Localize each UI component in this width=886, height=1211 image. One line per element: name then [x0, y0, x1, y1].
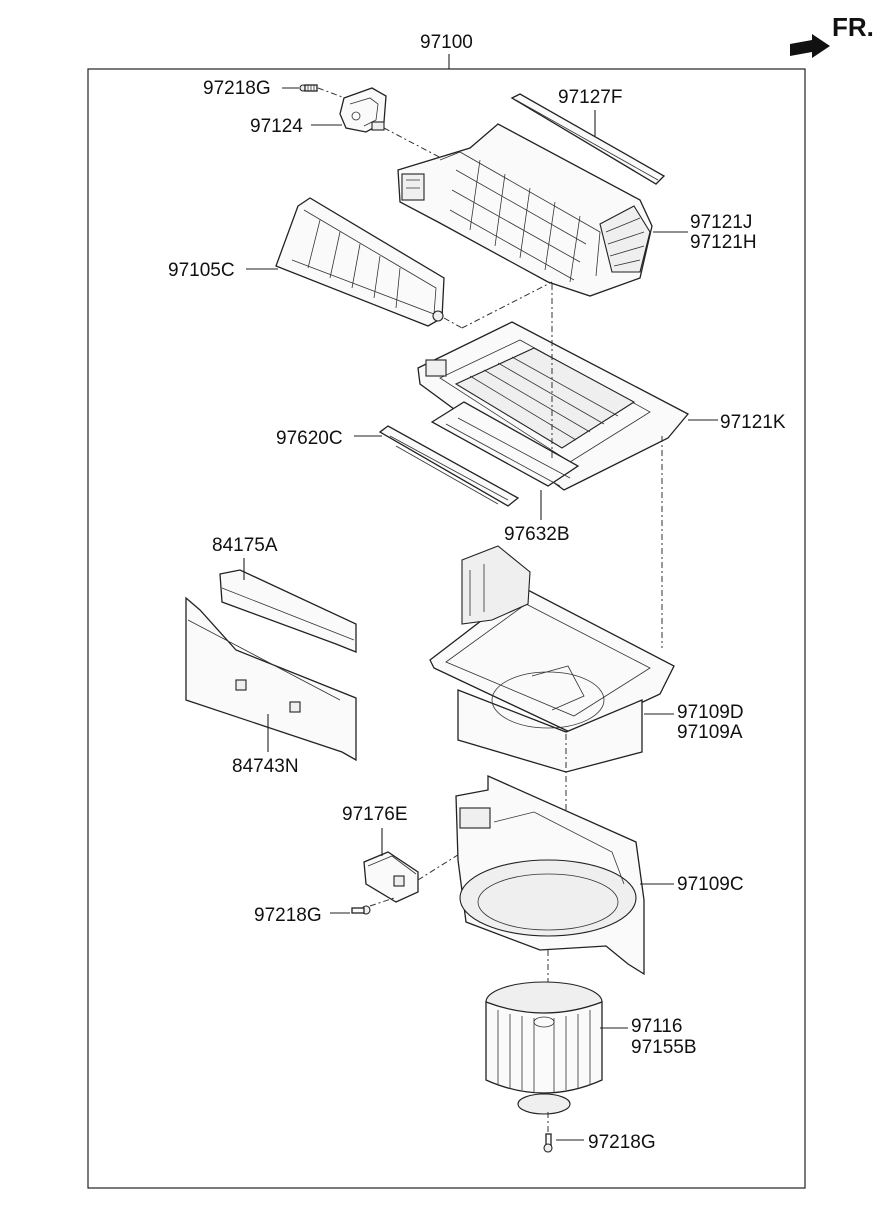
label-97105c: 97105C [168, 260, 235, 281]
label-97218g-bottom: 97218G [588, 1132, 656, 1153]
part-97218g-bottom-screw [543, 1133, 553, 1153]
part-97632b-filter [430, 401, 580, 487]
part-97124-actuator [339, 87, 387, 133]
label-97176e: 97176E [342, 804, 408, 825]
label-97155b: 97155B [631, 1037, 697, 1058]
part-97218g-top-screw [299, 84, 318, 92]
label-97121h: 97121H [690, 232, 757, 253]
label-97620c: 97620C [276, 428, 343, 449]
label-97109a: 97109A [677, 722, 743, 743]
part-84175a-pad [219, 569, 357, 653]
part-97116-blower-motor [485, 981, 603, 1115]
label-97218g-top: 97218G [203, 78, 271, 99]
assembly-frame [87, 68, 806, 1189]
label-97124: 97124 [250, 116, 303, 137]
part-97176e-resistor [363, 851, 419, 903]
label-97121j: 97121J [690, 212, 752, 233]
part-97127f-cover [510, 93, 666, 185]
part-84743n-panel [185, 596, 357, 762]
label-84743n: 84743N [232, 756, 299, 777]
label-97109c: 97109C [677, 874, 744, 895]
part-97121k-lower-case [417, 321, 690, 491]
part-97218g-middle-screw [351, 905, 371, 915]
label-97632b: 97632B [504, 524, 570, 545]
part-97121j-upper-case [397, 123, 653, 297]
label-97121k: 97121K [720, 412, 786, 433]
label-97109d: 97109D [677, 702, 744, 723]
front-direction-label: FR. [832, 12, 874, 42]
part-97105c-door [275, 197, 445, 327]
label-97116: 97116 [631, 1016, 682, 1037]
front-direction-indicator: FR. [790, 12, 874, 58]
part-97109d-housing [429, 545, 675, 773]
label-84175a: 84175A [212, 535, 278, 556]
front-arrow-icon [790, 34, 830, 58]
part-97109c-scroll-case [455, 774, 645, 976]
label-97127f: 97127F [558, 87, 622, 108]
label-97218g-mid: 97218G [254, 905, 322, 926]
part-97620c-seal [378, 425, 520, 507]
assembly-number-label: 97100 [420, 32, 473, 53]
